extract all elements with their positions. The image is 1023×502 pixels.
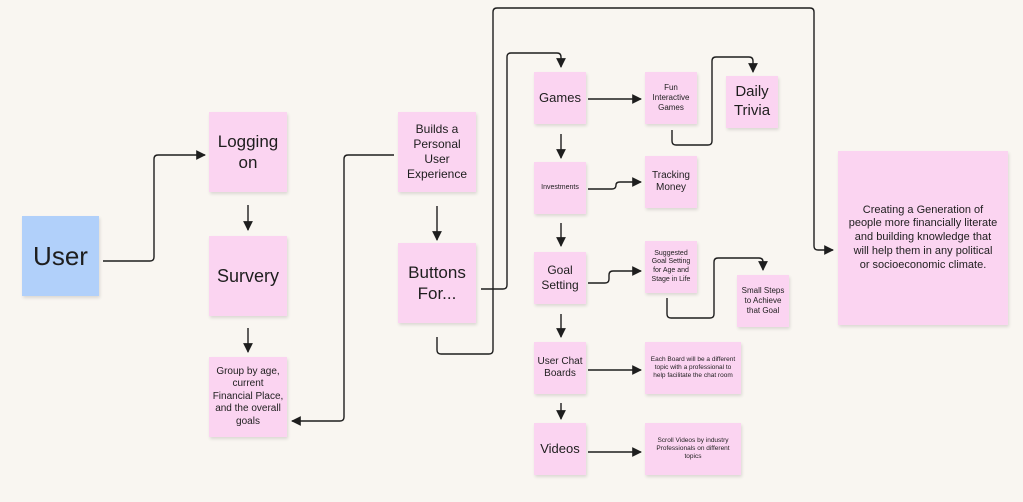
connector-suggested-smallsteps	[666, 257, 768, 319]
videos-description-note[interactable]: Scroll Videos by industry Professionals …	[645, 423, 741, 475]
connector-user-logging	[103, 150, 206, 262]
suggested-goal-note[interactable]: Suggested Goal Setting for Age and Stage…	[645, 241, 697, 293]
videos-note[interactable]: Videos	[534, 423, 586, 475]
logging-on-note[interactable]: Logging on	[209, 112, 287, 192]
buttons-note[interactable]: Buttons For...	[398, 243, 476, 323]
small-steps-note[interactable]: Small Steps to Achieve that Goal	[737, 275, 789, 327]
goal-setting-note[interactable]: Goal Setting	[534, 252, 586, 304]
games-note[interactable]: Games	[534, 72, 586, 124]
tracking-money-note[interactable]: Tracking Money	[645, 156, 697, 208]
connector-buttons-mission	[436, 7, 834, 355]
chat-boards-note[interactable]: User Chat Boards	[534, 342, 586, 394]
personal-experience-note[interactable]: Builds a Personal User Experience	[398, 112, 476, 192]
connector-goal-suggested	[588, 266, 642, 284]
investments-note[interactable]: Investments	[534, 162, 586, 214]
connector-buttons-games	[481, 52, 566, 290]
daily-trivia-note[interactable]: Daily Trivia	[726, 76, 778, 128]
connector-personal-group	[291, 154, 394, 426]
fun-games-note[interactable]: Fun Interactive Games	[645, 72, 697, 124]
connector-fun-trivia	[671, 56, 758, 146]
survey-note[interactable]: Survery	[209, 236, 287, 316]
mission-note[interactable]: Creating a Generation of people more fin…	[838, 151, 1008, 325]
user-note[interactable]: User	[22, 216, 99, 296]
group-note[interactable]: Group by age, current Financial Place, a…	[209, 357, 287, 437]
connector-investments-tracking	[588, 177, 642, 190]
chat-description-note[interactable]: Each Board will be a different topic wit…	[645, 342, 741, 394]
